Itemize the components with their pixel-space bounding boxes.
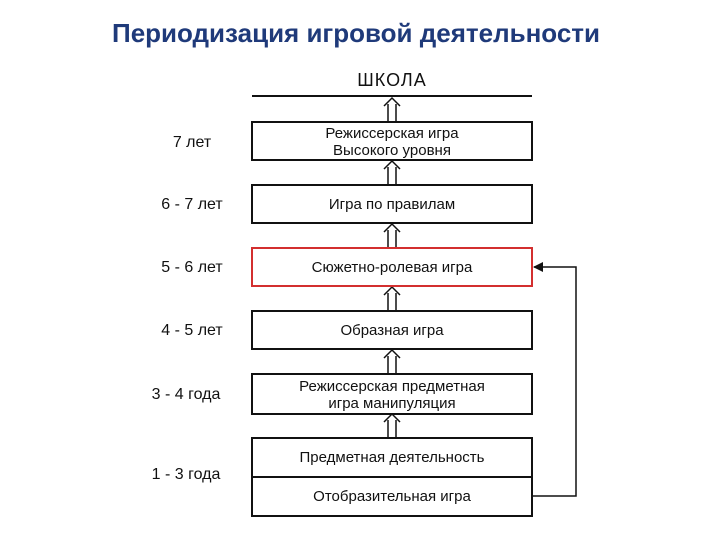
stage-box-director-high [251,121,533,161]
stage-label-reflective: Отобразительная игра [313,488,471,505]
stage-label-director-high-2: Высокого уровня [333,142,451,159]
arrow-3-4 [383,412,401,438]
stage-box-director-object [251,373,533,415]
stage-label-rules: Игра по правилам [329,196,455,213]
age-label-5-6: 5 - 6 лет [161,259,223,276]
age-label-6-7: 6 - 7 лет [161,196,223,213]
stage-label-director-object-1: Режиссерская предметная [299,378,485,395]
stage-label-director-object-2: игра манипуляция [328,395,455,412]
arrow-5-6 [383,285,401,311]
arrow-to-school [383,96,401,122]
arrow-4-5 [383,348,401,374]
age-label-7: 7 лет [173,134,212,151]
stage-label-object-activity: Предметная деятельность [300,449,485,466]
arrow-7 [383,159,401,185]
stage-box-role-play [251,247,533,287]
age-label-3-4: 3 - 4 года [152,386,221,403]
feedback-arrow [532,262,577,497]
stage-label-figurative: Образная игра [340,322,444,339]
stage-label-role-play: Сюжетно-ролевая игра [312,259,473,276]
stage-box-rules [251,184,533,224]
stage-box-figurative [251,310,533,350]
age-label-4-5: 4 - 5 лет [161,322,223,339]
age-label-1-3: 1 - 3 года [152,466,221,483]
arrow-6-7 [383,222,401,248]
school-label: ШКОЛА [357,70,426,90]
page-title: Периодизация игровой деятельности [112,18,600,48]
stage-label-director-high-1: Режиссерская игра [325,125,459,142]
